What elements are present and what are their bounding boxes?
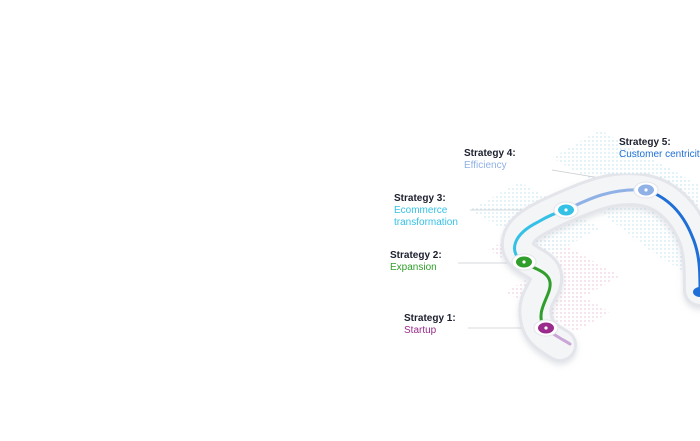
strategy-2-label: Strategy 2: Expansion (390, 250, 442, 274)
milestone-expansion (511, 253, 537, 271)
milestone-ecommerce (553, 201, 579, 219)
strategy-4-name: Efficiency (464, 160, 507, 171)
strategy-5-label: Strategy 5: Customer centricity (619, 137, 700, 161)
milestones (511, 181, 700, 337)
milestone-customer (693, 287, 700, 297)
strategy-5-title: Strategy 5: (619, 137, 671, 148)
strategy-4-label: Strategy 4: Efficiency (464, 148, 516, 172)
milestone-efficiency (633, 181, 659, 199)
milestone-expansion-center (522, 260, 526, 264)
strategy-4-title: Strategy 4: (464, 148, 516, 159)
strategy-2-title: Strategy 2: (390, 250, 442, 261)
milestone-customer-dot (693, 287, 700, 297)
strategy-3-label: Strategy 3: Ecommerce transformation (394, 193, 474, 229)
milestone-efficiency-center (644, 188, 648, 192)
strategy-1-label: Strategy 1: Startup (404, 313, 456, 337)
milestone-startup (533, 319, 559, 337)
strategy-3-name: Ecommerce transformation (394, 205, 458, 228)
milestone-startup-center (544, 326, 548, 330)
strategy-1-name: Startup (404, 325, 437, 336)
strategy-3-title: Strategy 3: (394, 193, 446, 204)
strategy-2-name: Expansion (390, 262, 437, 273)
milestone-ecommerce-center (564, 208, 568, 212)
strategy-1-title: Strategy 1: (404, 313, 456, 324)
strategy-5-name: Customer centricity (619, 149, 700, 160)
